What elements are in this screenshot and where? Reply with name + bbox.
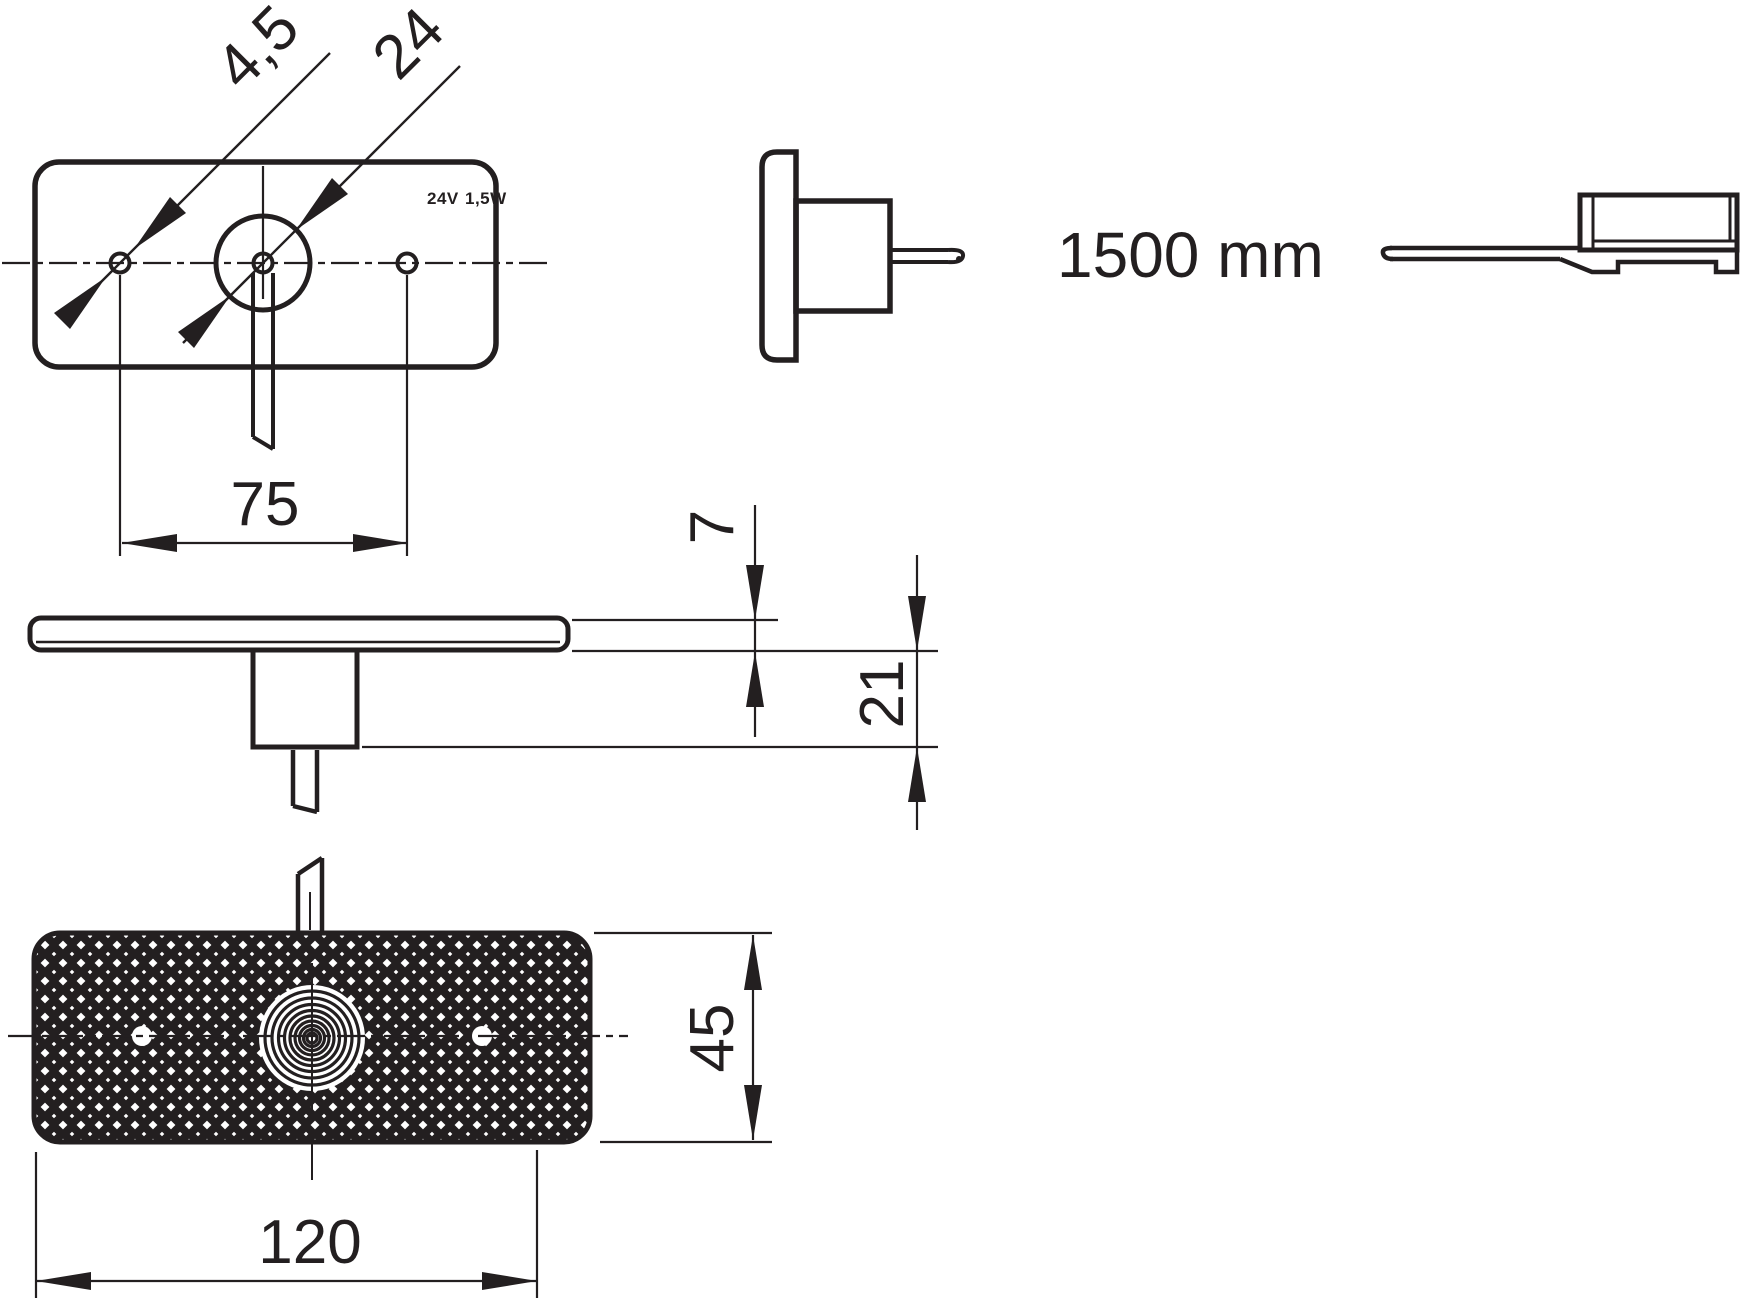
- bulb-hole-center: [251, 251, 275, 275]
- side-view: [27, 615, 571, 815]
- dim-hole-spacing-label: 75: [231, 470, 300, 539]
- mounting-hole-right: [395, 251, 419, 275]
- arrowhead: [296, 178, 348, 230]
- side-view-lens-plate: [27, 615, 571, 653]
- side-view-cable: [290, 750, 320, 815]
- front-view: [8, 856, 628, 1145]
- dim-hole-diameter: [54, 52, 331, 329]
- dim-boss-diameter: [178, 65, 461, 348]
- dim-body-depth: [362, 555, 938, 830]
- side-view-body: [250, 647, 360, 750]
- dim-lens-thickness-label: 7: [678, 510, 747, 544]
- back-view: [2, 159, 552, 451]
- arrowhead: [36, 1272, 91, 1290]
- connector-base-profile: [1559, 252, 1740, 275]
- mounting-hole-left: [108, 251, 132, 275]
- dim-boss-diameter-label: 24: [360, 0, 458, 92]
- connector-cable: [1380, 245, 1740, 275]
- back-view-housing-outline: [32, 159, 499, 370]
- arrowhead: [746, 565, 764, 620]
- arrowhead: [744, 935, 762, 990]
- dim-hole-spacing: [118, 275, 409, 556]
- profile-cable: [890, 247, 966, 265]
- arrowhead: [54, 277, 106, 329]
- profile-cable-tip: [956, 256, 962, 262]
- back-view-cable: [251, 273, 275, 451]
- profile-view: [759, 149, 966, 363]
- dim-lamp-height-label: 45: [678, 1004, 747, 1073]
- arrowhead: [746, 652, 764, 707]
- front-view-cable-stub: [295, 856, 325, 931]
- connector-view: [1380, 192, 1740, 275]
- connector-housing: [1577, 192, 1740, 253]
- dim-lamp-width-label: 120: [258, 1208, 361, 1277]
- profile-lens: [759, 149, 799, 363]
- arrowhead: [134, 197, 186, 249]
- arrowhead: [353, 534, 408, 552]
- connector-cable-tip: [1380, 245, 1394, 262]
- arrowhead: [744, 1085, 762, 1140]
- arrowhead: [482, 1272, 537, 1290]
- dim-lens-thickness: [572, 505, 938, 737]
- arrowhead: [908, 747, 926, 802]
- dim-lamp-height: [594, 931, 772, 1144]
- arrowhead: [178, 296, 230, 348]
- cable-length-label: 1500 mm: [1057, 219, 1324, 291]
- marking-power: 1,5W: [465, 189, 507, 208]
- dim-body-depth-label: 21: [848, 660, 917, 729]
- bulb-boss-circle: [213, 213, 313, 313]
- arrowhead: [122, 534, 177, 552]
- profile-body: [793, 198, 893, 314]
- dim-lamp-width: [34, 1144, 539, 1298]
- marking-voltage: 24V: [427, 189, 459, 208]
- arrowhead: [908, 596, 926, 651]
